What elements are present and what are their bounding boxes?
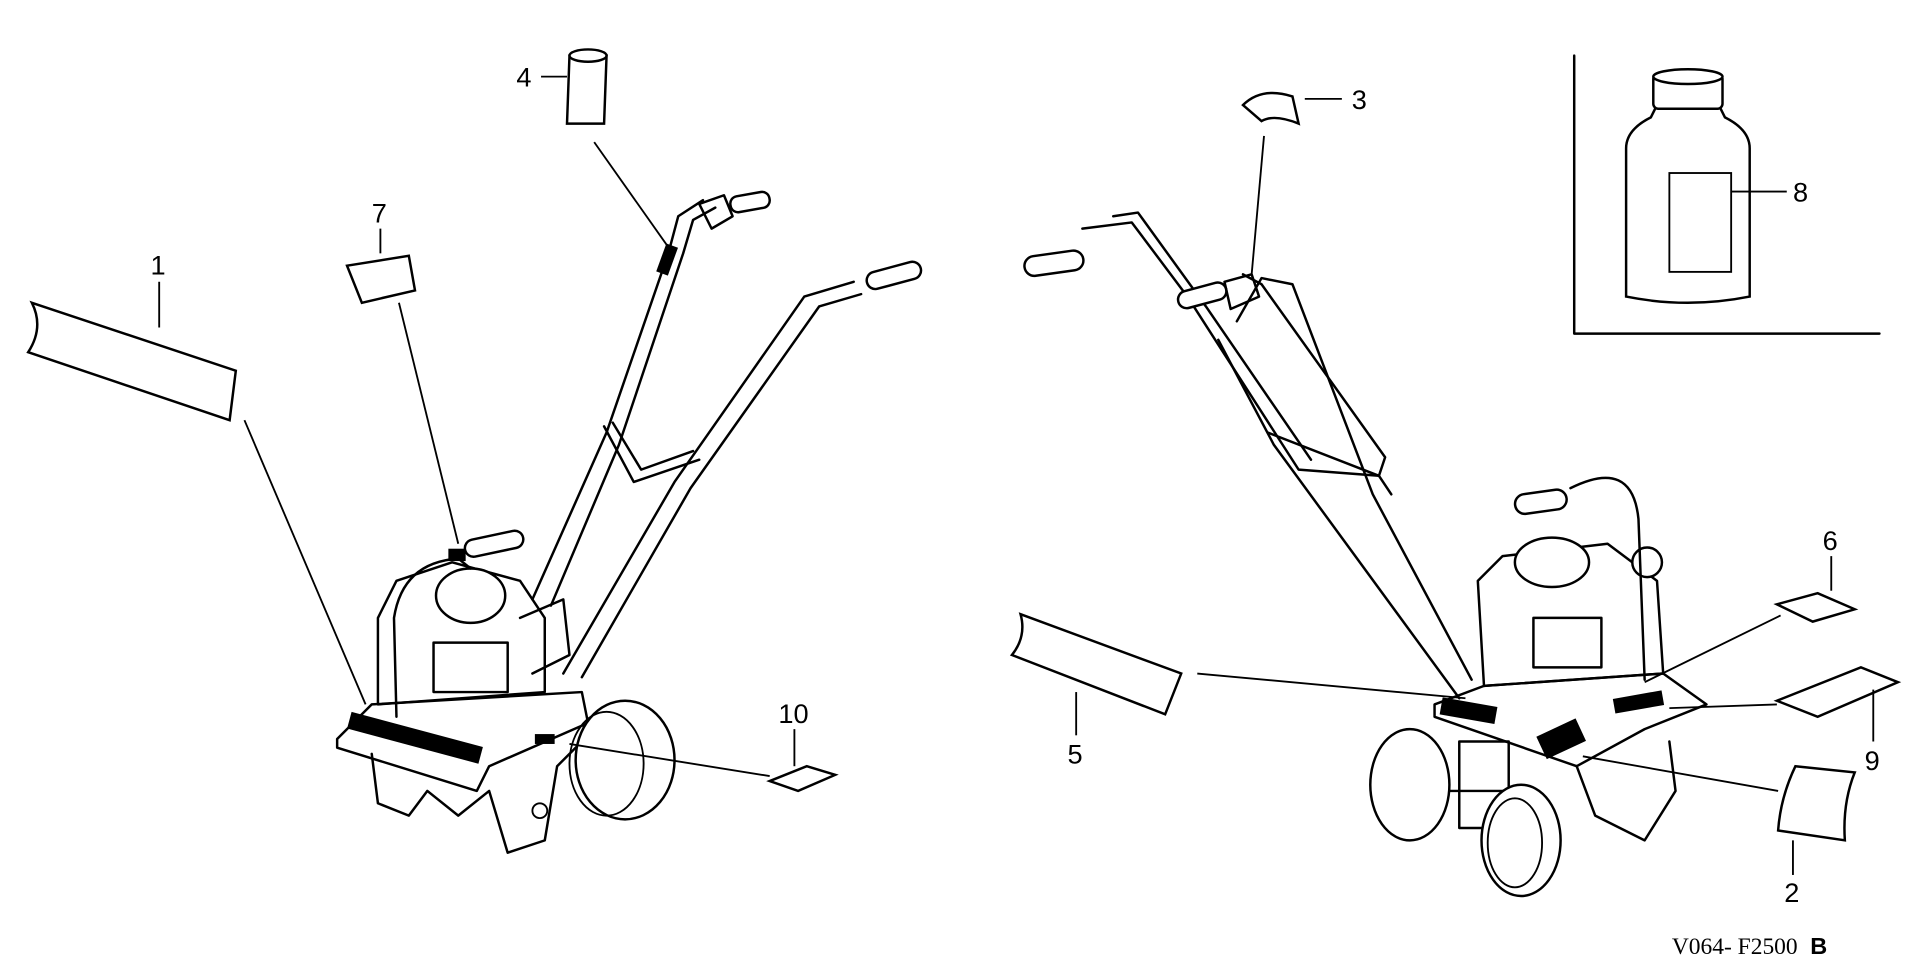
leader-lines — [158, 75, 1875, 875]
callout-3: 3 — [1352, 84, 1367, 115]
grip-tube-4 — [565, 48, 608, 125]
callout-8: 8 — [1793, 176, 1808, 207]
callout-1: 1 — [151, 249, 166, 280]
callout-4: 4 — [516, 62, 531, 93]
figure-code: V064- F2500 — [1672, 934, 1798, 959]
decal-2 — [1776, 764, 1857, 842]
grip-cap-3 — [1241, 91, 1301, 126]
figure-revision: B — [1810, 933, 1827, 959]
tiller-left-view — [335, 190, 923, 854]
tiller-right-view — [1023, 211, 1708, 898]
callout-6: 6 — [1823, 525, 1838, 556]
decal-9 — [1773, 666, 1902, 719]
decal-5 — [1009, 612, 1183, 716]
grip-tube-7 — [345, 254, 417, 305]
callout-5: 5 — [1068, 739, 1083, 770]
oil-bottle-icon — [1624, 67, 1751, 305]
decal-1 — [26, 300, 238, 422]
callout-9: 9 — [1865, 745, 1880, 776]
inset-box — [1572, 54, 1881, 335]
decal-6 — [1773, 591, 1859, 623]
callout-7: 7 — [372, 197, 387, 228]
callout-2: 2 — [1784, 877, 1799, 908]
callout-10: 10 — [778, 698, 808, 729]
decal-10 — [766, 764, 839, 793]
